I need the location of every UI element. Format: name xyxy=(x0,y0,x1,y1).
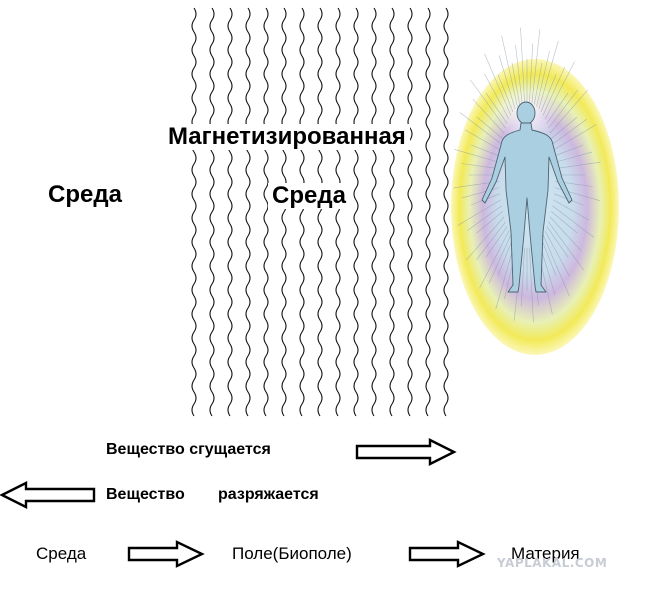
aura-ray xyxy=(485,92,508,124)
wave-field-icon xyxy=(191,7,449,417)
aura-ray xyxy=(501,35,518,107)
aura-ray xyxy=(544,61,575,120)
wave-line xyxy=(209,7,215,417)
aura-ray xyxy=(548,89,578,129)
aura-ray xyxy=(466,216,505,261)
aura-ray xyxy=(520,247,525,307)
aura-ray xyxy=(552,205,595,238)
aura-ray xyxy=(542,66,566,116)
wave-line xyxy=(335,7,341,417)
substance-word-label: Вещество xyxy=(106,486,185,503)
wave-line xyxy=(389,7,395,417)
wave-line xyxy=(353,7,359,417)
aura-ray xyxy=(540,237,557,276)
arrow-left-icon xyxy=(0,481,96,509)
aura-ray xyxy=(472,99,505,134)
aura-ray xyxy=(553,144,584,157)
aura-ray xyxy=(464,129,501,151)
aura-ray xyxy=(485,226,508,258)
aura-ray xyxy=(551,116,578,139)
substance-thickens-label: Вещество сгущается xyxy=(106,441,271,458)
wave-line xyxy=(245,7,251,417)
wave-line xyxy=(443,7,449,417)
aura-ray xyxy=(511,62,521,105)
flow-field-label: Поле(Биополе) xyxy=(232,544,352,563)
aura-ray xyxy=(553,199,590,221)
wave-line xyxy=(371,7,377,417)
aura-ray xyxy=(548,221,584,271)
wave-line xyxy=(263,7,269,417)
medium-left-label: Среда xyxy=(48,181,122,208)
aura-ray xyxy=(533,62,543,105)
aura-ray xyxy=(549,89,588,134)
arrow-right-icon xyxy=(408,540,486,568)
rarefies-label: разряжается xyxy=(218,486,319,503)
aura-ray xyxy=(546,92,569,124)
aura-ray xyxy=(549,216,582,251)
wave-line xyxy=(299,7,305,417)
aura-ray xyxy=(498,55,516,110)
aura-ray xyxy=(457,199,501,226)
aura-ray xyxy=(542,234,570,297)
aura-ray xyxy=(476,116,503,139)
aura-ray xyxy=(515,44,523,104)
aura-ray xyxy=(497,237,514,276)
aura-ray xyxy=(538,40,559,110)
aura-ray xyxy=(529,43,534,103)
medium-center-label: Среда xyxy=(268,183,350,209)
magnetized-label: Магнетизированная xyxy=(164,124,410,150)
aura-ray xyxy=(479,230,510,289)
aura-ray xyxy=(546,226,569,258)
aura-ray xyxy=(552,118,587,145)
flow-medium-label: Среда xyxy=(36,544,87,563)
aura-ray xyxy=(488,234,512,284)
wave-line xyxy=(281,7,287,417)
aura-ray xyxy=(476,211,503,234)
aura-ray xyxy=(476,221,506,261)
flow-matter-label: Материя xyxy=(511,544,580,563)
aura-ray xyxy=(520,27,525,103)
aura-ray xyxy=(554,151,593,163)
wave-line xyxy=(317,7,323,417)
aura-ray xyxy=(454,149,500,163)
aura-ray xyxy=(484,73,510,120)
arrow-right-icon xyxy=(127,540,205,568)
watermark: YAPLAKAL.COM xyxy=(497,556,608,570)
wave-line xyxy=(227,7,233,417)
aura-ray xyxy=(554,161,601,169)
aura-ray xyxy=(470,144,501,157)
aura-ray xyxy=(461,163,500,169)
aura-ray xyxy=(484,53,512,116)
aura-ray xyxy=(459,112,502,145)
aura-ray xyxy=(467,205,502,232)
aura-ray xyxy=(529,247,534,323)
wave-line xyxy=(407,7,413,417)
wave-line xyxy=(425,7,431,417)
aura-ray xyxy=(461,187,500,199)
aura-ray xyxy=(544,230,570,277)
aura-ray xyxy=(497,74,514,113)
aura-ray xyxy=(531,29,541,104)
wave-line xyxy=(191,7,197,417)
aura-ray xyxy=(536,50,550,107)
aura-ray xyxy=(540,74,557,113)
aura-ray xyxy=(470,79,506,129)
human-aura-figure-icon xyxy=(451,27,619,355)
aura-ray xyxy=(553,124,597,151)
aura-ray xyxy=(551,211,578,234)
arrow-right-icon xyxy=(355,438,457,466)
